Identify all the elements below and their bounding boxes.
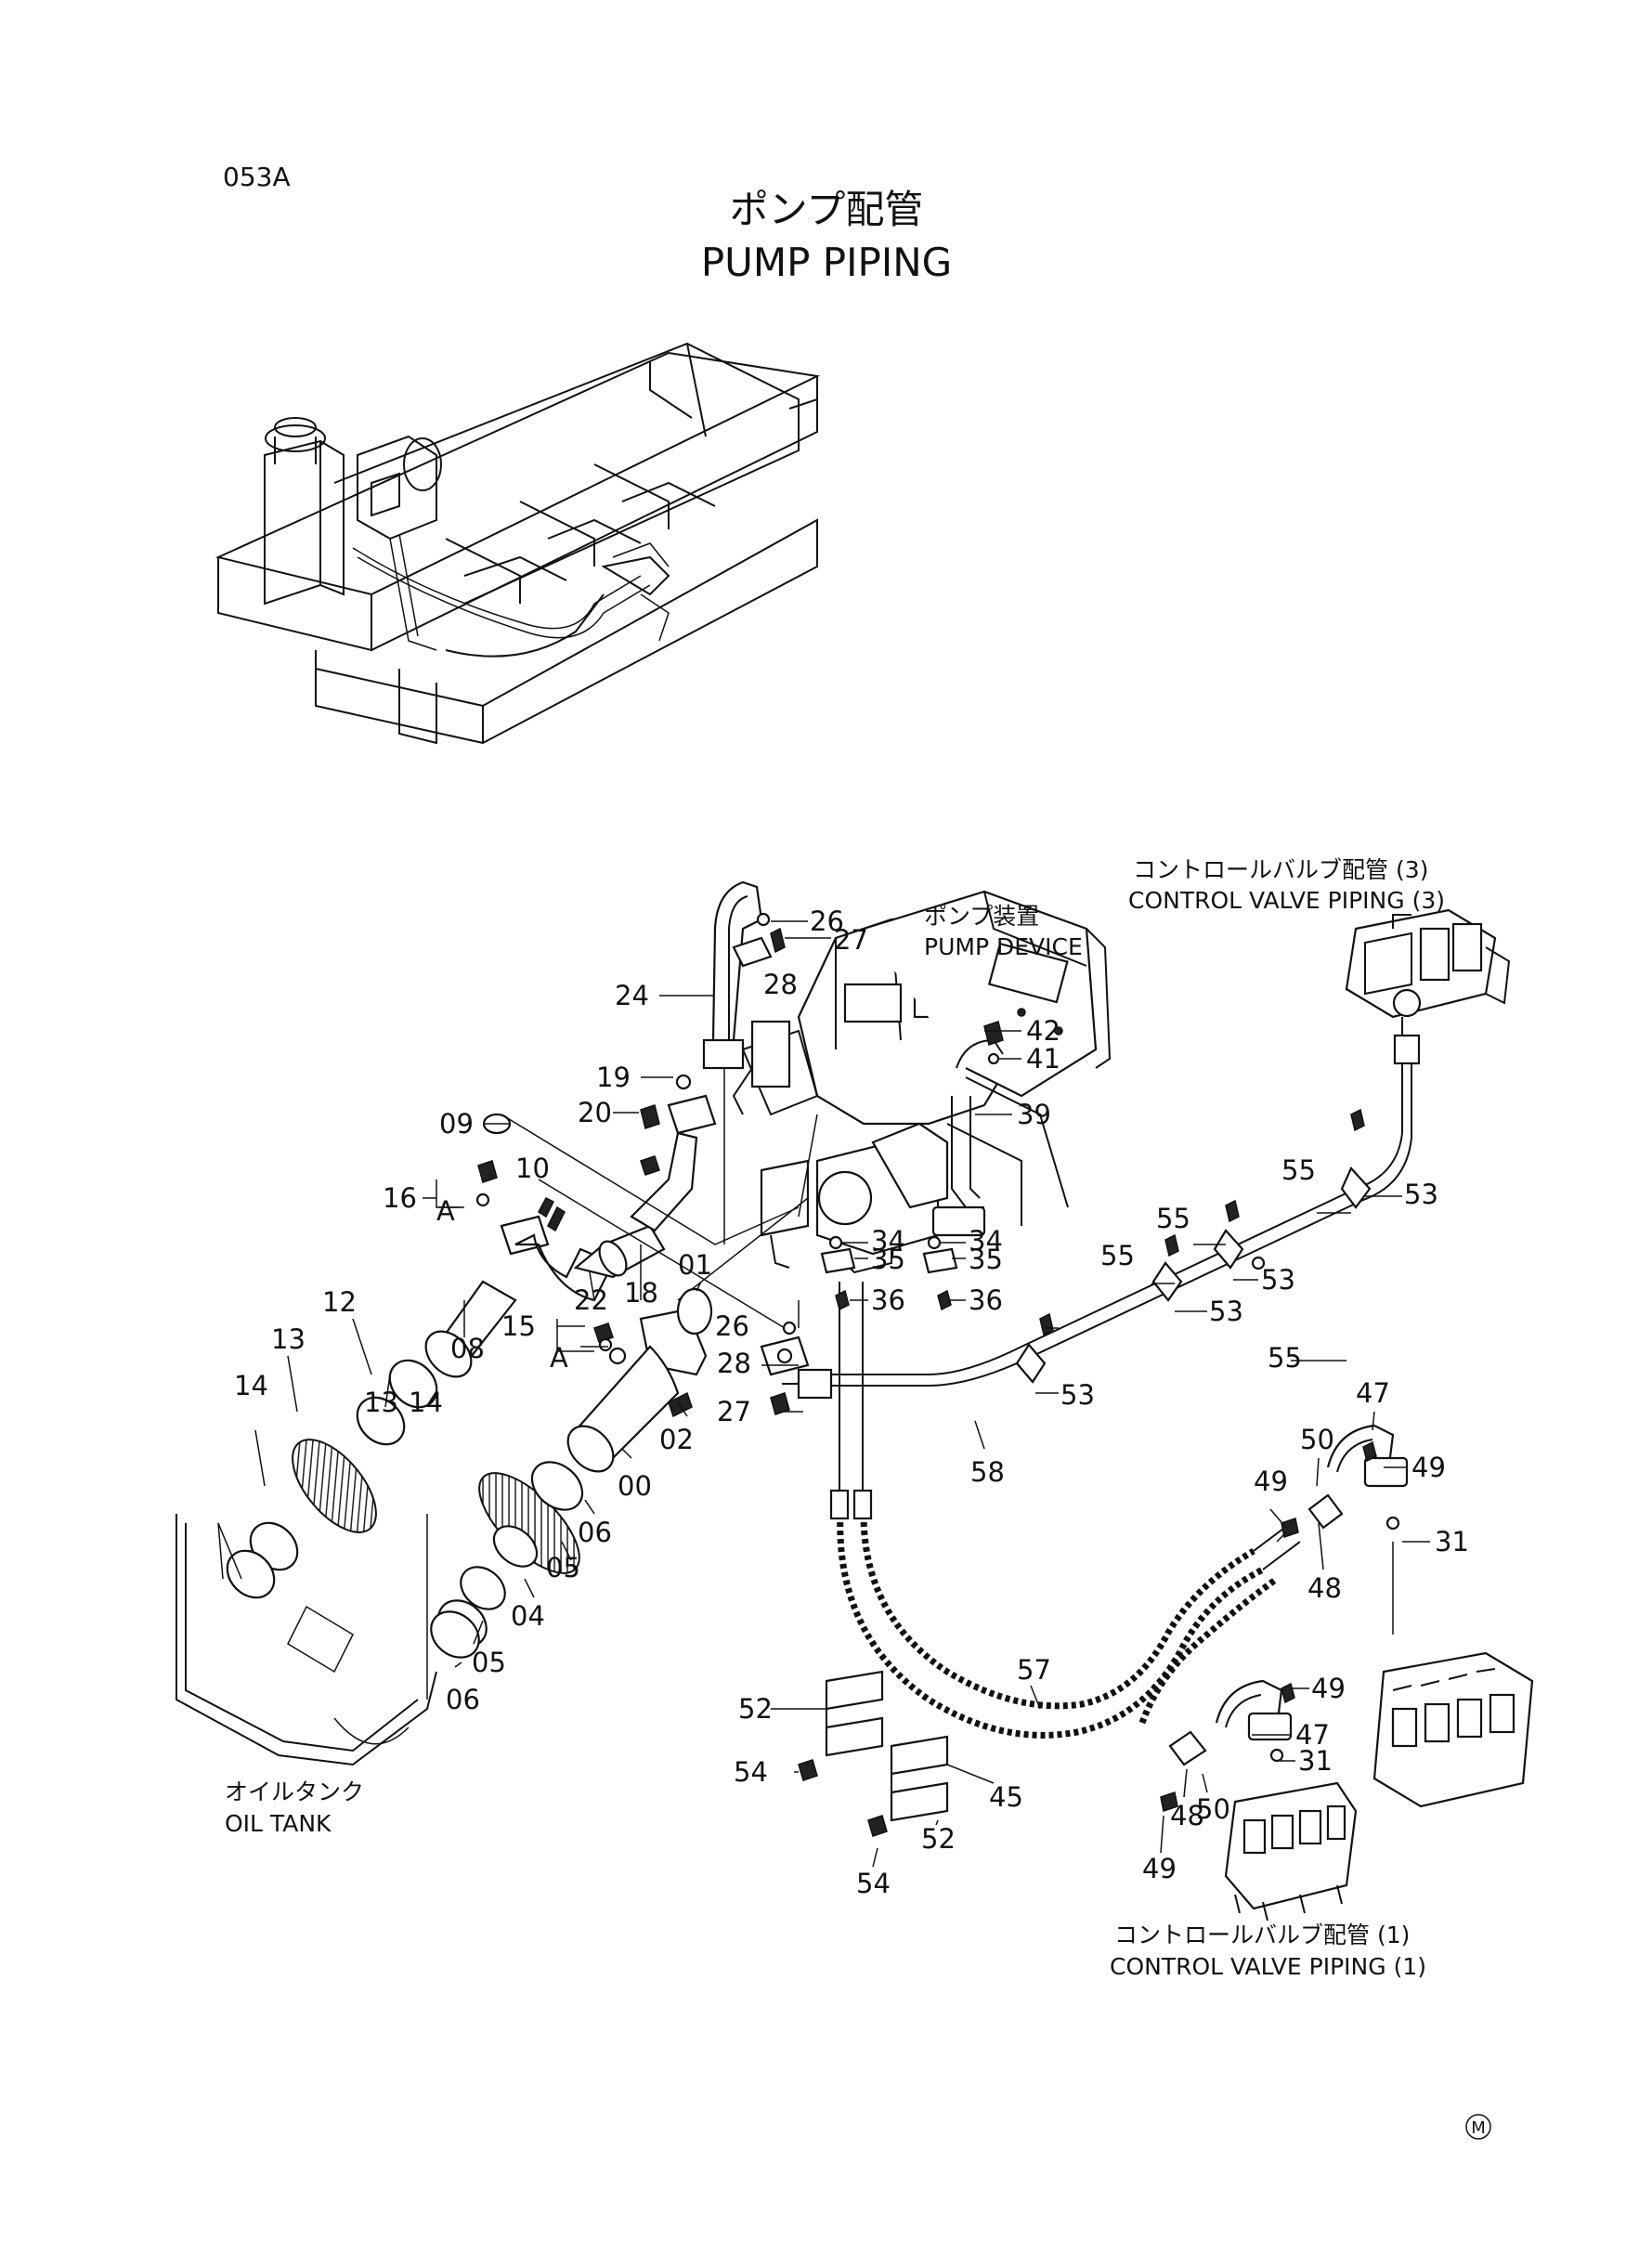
callout-41: 41 <box>1026 1043 1060 1075</box>
callout-22: 22 <box>574 1284 608 1316</box>
pump-device-label-jp: ポンプ装置 <box>924 903 1039 930</box>
control-valve-1-label-en: CONTROL VALVE PIPING (1) <box>1110 1953 1426 1980</box>
control-valve-3-drawing <box>1345 908 1511 1049</box>
callout-53: 53 <box>1404 1179 1438 1210</box>
callout-24: 24 <box>615 980 649 1011</box>
callout-20: 20 <box>578 1097 612 1128</box>
callout-13b: 13 <box>364 1387 398 1418</box>
pilot-piping-run <box>782 1034 1421 1400</box>
callout-10: 10 <box>515 1153 550 1184</box>
callout-36b: 36 <box>969 1284 1003 1316</box>
callout-55b: 55 <box>1281 1154 1316 1186</box>
callout-52: 52 <box>738 1693 773 1725</box>
callout-49: 49 <box>1254 1466 1288 1497</box>
callout-leader-lines <box>254 920 1430 1868</box>
callout-28b: 28 <box>717 1348 751 1379</box>
callout-54b: 54 <box>856 1868 891 1899</box>
oil-tank-label-en: OIL TANK <box>225 1810 332 1837</box>
page-code: 053A <box>223 162 291 192</box>
callout-02: 02 <box>659 1424 694 1455</box>
callout-28: 28 <box>763 969 798 1000</box>
callout-45: 45 <box>989 1781 1023 1813</box>
callout-12: 12 <box>322 1286 357 1318</box>
callout-48b: 48 <box>1170 1800 1204 1831</box>
callout-53c: 53 <box>1209 1296 1243 1327</box>
title-japanese: ポンプ配管 <box>730 187 924 232</box>
callout-06: 06 <box>578 1517 612 1548</box>
callout-48: 48 <box>1307 1572 1342 1604</box>
callout-09: 09 <box>439 1108 474 1140</box>
callout-00: 00 <box>618 1470 652 1502</box>
callout-55c: 55 <box>1156 1203 1190 1234</box>
valve-flange-pipes <box>1160 1424 1409 1812</box>
control-valve-1-drawing <box>1224 1651 1534 1922</box>
callout-55d: 55 <box>1100 1240 1135 1271</box>
callout-36: 36 <box>871 1284 905 1316</box>
callout-42: 42 <box>1026 1015 1060 1047</box>
callout-05: 05 <box>546 1552 580 1583</box>
callout-50: 50 <box>1300 1424 1334 1455</box>
callout-14b: 14 <box>409 1387 443 1418</box>
oil-tank-drawing <box>176 1514 437 1766</box>
callout-01: 01 <box>678 1249 712 1281</box>
callout-19: 19 <box>596 1062 631 1093</box>
pilot-hoses <box>829 1282 1301 1739</box>
callout-52b: 52 <box>921 1823 956 1855</box>
section-labels: ポンプ装置 PUMP DEVICE コントロールバルブ配管 (3) CONTRO… <box>225 856 1445 1980</box>
callout-54: 54 <box>734 1756 768 1788</box>
control-valve-1-label-jp: コントロールバルブ配管 (1) <box>1114 1922 1410 1948</box>
control-valve-3-label-jp: コントロールバルブ配管 (3) <box>1133 856 1428 883</box>
callout-50b: 50 <box>1196 1793 1230 1825</box>
pump-device-drawing <box>702 880 1112 1274</box>
callout-31b: 31 <box>1298 1745 1333 1777</box>
callout-05b: 05 <box>472 1647 506 1678</box>
callout-16: 16 <box>383 1182 417 1214</box>
callout-49b: 49 <box>1411 1452 1446 1483</box>
marker-a-upper: A <box>436 1195 455 1227</box>
callout-47: 47 <box>1356 1377 1390 1409</box>
small-fittings <box>475 912 1400 1763</box>
callout-35b: 35 <box>969 1244 1003 1275</box>
callout-26b: 26 <box>715 1310 749 1342</box>
callout-06b: 06 <box>446 1684 480 1715</box>
callout-31: 31 <box>1435 1526 1469 1557</box>
oil-tank-label-jp: オイルタンク <box>225 1778 364 1805</box>
callout-58: 58 <box>970 1456 1005 1488</box>
callout-49c: 49 <box>1311 1673 1346 1704</box>
callout-08: 08 <box>450 1333 485 1364</box>
callout-49d: 49 <box>1142 1853 1177 1884</box>
marker-a-lower: A <box>550 1342 568 1374</box>
callout-15: 15 <box>501 1310 536 1342</box>
title-english: PUMP PIPING <box>701 240 952 285</box>
hose-brackets <box>798 1670 949 1837</box>
callout-35: 35 <box>871 1244 905 1275</box>
callout-numbers: 26 27 28 24 42 19 41 09 20 39 16 10 34 3… <box>234 905 1469 1899</box>
callout-14: 14 <box>234 1370 268 1401</box>
control-valve-3-label-en: CONTROL VALVE PIPING (3) <box>1128 887 1445 914</box>
callout-34: 34 <box>871 1225 905 1257</box>
callout-04: 04 <box>511 1600 545 1632</box>
footer-mark: M <box>1465 2114 1491 2140</box>
callout-55: 55 <box>1268 1342 1302 1374</box>
callout-18: 18 <box>624 1277 658 1309</box>
callout-53b: 53 <box>1261 1264 1295 1296</box>
callout-34b: 34 <box>969 1225 1003 1257</box>
callout-27b: 27 <box>717 1396 751 1427</box>
footer-mark-letter: M <box>1471 2118 1486 2138</box>
callout-26: 26 <box>810 905 844 937</box>
callout-27: 27 <box>834 924 868 956</box>
assembly-reference-lines <box>217 1068 818 1580</box>
callout-57: 57 <box>1017 1654 1051 1686</box>
callout-47b: 47 <box>1295 1719 1330 1751</box>
machine-overview-drawing <box>215 342 821 745</box>
callout-53d: 53 <box>1060 1379 1095 1411</box>
callout-39: 39 <box>1017 1099 1051 1130</box>
pump-device-label-en: PUMP DEVICE <box>924 933 1083 960</box>
callout-13: 13 <box>271 1323 306 1355</box>
